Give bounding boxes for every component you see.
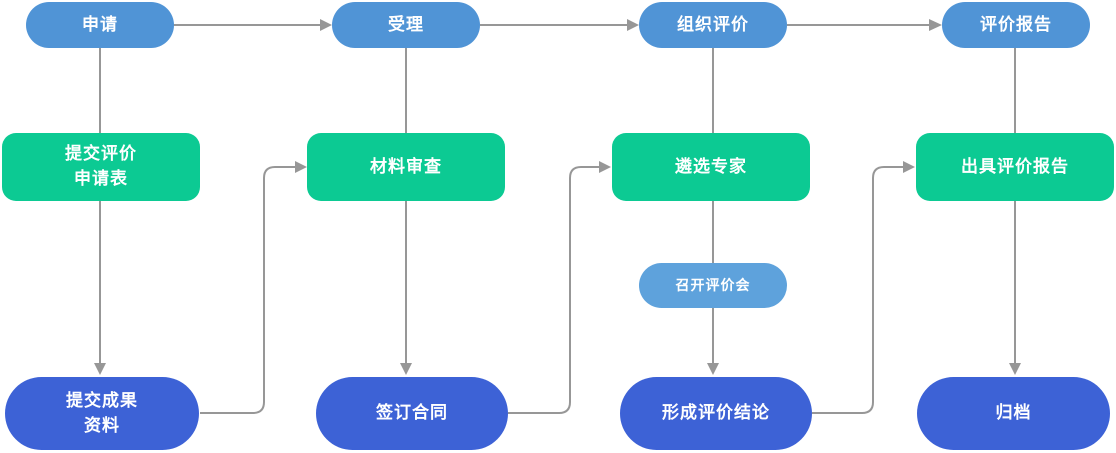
node-meeting-hold-evaluation-meeting: 召开评价会 — [639, 263, 787, 308]
arrowhead-materials-to-review — [295, 161, 307, 173]
arrowhead-conclusion-to-issue-report — [903, 161, 915, 173]
node-step-material-review: 材料审查 — [307, 133, 505, 201]
node-stage-organize-evaluation: 组织评价 — [639, 2, 787, 48]
node-stage-evaluation-report: 评价报告 — [942, 2, 1090, 48]
node-stage-apply: 申请 — [26, 2, 174, 48]
node-step-issue-evaluation-report: 出具评价报告 — [916, 133, 1114, 201]
arrowhead-apply-to-accept — [320, 19, 332, 31]
node-result-archive: 归档 — [917, 377, 1110, 450]
arrowhead-accept-to-organize — [627, 19, 639, 31]
node-result-submit-achievement-materials: 提交成果 资料 — [5, 377, 199, 450]
arrowhead-column-accept — [400, 363, 412, 375]
arrowhead-column-apply — [94, 363, 106, 375]
node-step-select-experts: 遴选专家 — [612, 133, 810, 201]
connector-materials-to-review — [200, 166, 296, 414]
arrowhead-column-report — [1009, 363, 1021, 375]
node-stage-accept: 受理 — [332, 2, 480, 48]
node-result-form-evaluation-conclusion: 形成评价结论 — [620, 377, 812, 450]
node-result-sign-contract: 签订合同 — [316, 377, 508, 450]
arrowhead-contract-to-experts — [599, 161, 611, 173]
arrowhead-column-organize — [707, 363, 719, 375]
node-step-submit-application-form: 提交评价 申请表 — [2, 133, 200, 201]
connector-contract-to-experts — [508, 166, 600, 414]
arrowhead-organize-to-report — [929, 19, 942, 31]
connector-conclusion-to-issue-report — [812, 166, 904, 414]
